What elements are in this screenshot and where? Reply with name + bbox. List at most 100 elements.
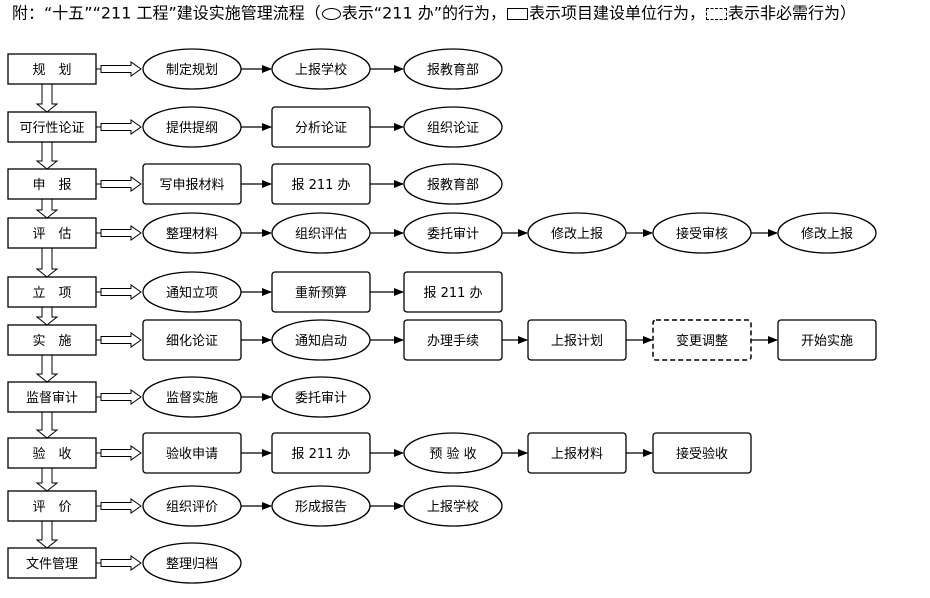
stage-row: 评 估 整理材料 组织评估 委托审计 修改上报 接受审核 修改上报 bbox=[7, 212, 877, 254]
oval-node bbox=[403, 212, 503, 254]
stage-label: 申 报 bbox=[32, 178, 71, 193]
stage-label-box bbox=[7, 53, 97, 85]
rect-node bbox=[527, 319, 627, 361]
stage-row: 评 价 组织评价 形成报告 上报学校 bbox=[7, 485, 503, 527]
node-label: 上报学校 bbox=[427, 499, 479, 515]
node-label: 整理归档 bbox=[166, 557, 218, 572]
rectangle-icon bbox=[507, 7, 529, 20]
diagram-title: 附：“十五”“211 工程”建设实施管理流程（表示“211 办”的行为，表示项目… bbox=[12, 2, 930, 24]
stage-label: 规 划 bbox=[32, 63, 71, 78]
stage-label: 监督审计 bbox=[26, 391, 78, 406]
stage-label: 评 估 bbox=[32, 227, 71, 242]
oval-node bbox=[142, 271, 242, 313]
stage-row: 可行性论证提供提纲分析论证组织论证 bbox=[7, 106, 503, 148]
oval-node bbox=[403, 485, 503, 527]
oval-node bbox=[142, 212, 242, 254]
title-text: 附：“十五”“211 工程”建设实施管理流程（ bbox=[12, 3, 321, 23]
stage-row: 验 收验收申请报 211 办预 验 收上报材料接受验收 bbox=[7, 432, 752, 474]
stage-label: 可行性论证 bbox=[19, 121, 84, 136]
oval-node bbox=[271, 212, 371, 254]
hollow-arrow bbox=[100, 555, 142, 571]
down-arrow bbox=[35, 247, 59, 278]
node-label: 验收申请 bbox=[166, 446, 218, 462]
stage-row: 规 划制定规划上报学校报教育部 bbox=[7, 48, 503, 90]
rect-node bbox=[271, 271, 371, 313]
node-label: 组织评估 bbox=[295, 227, 347, 242]
node-label: 变更调整 bbox=[676, 333, 728, 349]
node-label: 重新预算 bbox=[295, 285, 347, 301]
node-label: 通知启动 bbox=[295, 333, 347, 349]
stage-label-box bbox=[7, 437, 97, 469]
stage-label-box bbox=[7, 324, 97, 356]
stage-label-box bbox=[7, 168, 97, 200]
oval-node bbox=[271, 48, 371, 90]
down-arrow bbox=[35, 141, 59, 170]
rect-node bbox=[403, 271, 503, 313]
down-arrow bbox=[35, 198, 59, 219]
stage-label: 评 价 bbox=[32, 500, 71, 515]
down-arrow bbox=[35, 411, 59, 439]
title-dashed-legend: 表示非必需行为） bbox=[728, 3, 857, 23]
stage-label-box bbox=[7, 490, 97, 522]
node-label: 上报学校 bbox=[295, 62, 347, 78]
stage-label-box bbox=[7, 217, 97, 249]
stage-label-box bbox=[7, 547, 97, 579]
node-label: 写申报材料 bbox=[159, 178, 224, 193]
rect-node bbox=[271, 163, 371, 205]
node-label: 报教育部 bbox=[427, 177, 479, 193]
rect-node bbox=[777, 319, 877, 361]
stage-label: 立 项 bbox=[32, 286, 71, 301]
stage-row: 监督审计监督实施委托审计 bbox=[7, 376, 371, 418]
oval-node bbox=[142, 542, 242, 584]
rect-node bbox=[652, 432, 752, 474]
oval-node bbox=[142, 485, 242, 527]
oval-node bbox=[271, 376, 371, 418]
node-label: 组织评价 bbox=[166, 500, 218, 515]
rect-node bbox=[403, 319, 503, 361]
node-label: 委托审计 bbox=[295, 391, 347, 406]
oval-node bbox=[142, 106, 242, 148]
node-label: 委托审计 bbox=[427, 227, 479, 242]
node-label: 整理材料 bbox=[166, 227, 218, 242]
node-label: 组织论证 bbox=[427, 121, 479, 136]
down-arrow bbox=[35, 306, 59, 326]
title-rect-legend: 表示项目建设单位行为， bbox=[529, 3, 706, 23]
oval-node bbox=[142, 376, 242, 418]
node-label: 上报材料 bbox=[551, 447, 603, 462]
node-label: 报 211 办 bbox=[423, 286, 482, 301]
stage-row: 实 施细化论证通知启动办理手续上报计划变更调整开始实施 bbox=[7, 319, 877, 361]
down-arrow bbox=[35, 354, 59, 383]
node-label: 上报计划 bbox=[551, 334, 603, 349]
node-label: 形成报告 bbox=[295, 500, 347, 515]
node-label: 修改上报 bbox=[801, 227, 853, 242]
hollow-arrow bbox=[100, 176, 142, 192]
oval-node bbox=[271, 485, 371, 527]
hollow-arrow bbox=[100, 119, 142, 135]
oval-node bbox=[403, 432, 503, 474]
hollow-arrow bbox=[100, 284, 142, 300]
node-label: 接受审核 bbox=[676, 226, 728, 242]
stage-row: 申 报 写申报材料 报 211 办 报教育部 bbox=[7, 163, 503, 205]
hollow-arrow bbox=[100, 498, 142, 514]
node-label: 预 验 收 bbox=[429, 446, 476, 462]
node-label: 接受验收 bbox=[676, 446, 728, 462]
stage-label: 实 施 bbox=[32, 334, 71, 349]
node-label: 通知立项 bbox=[166, 285, 218, 301]
down-arrow bbox=[35, 520, 59, 549]
oval-node bbox=[271, 319, 371, 361]
oval-node bbox=[403, 106, 503, 148]
rect-node bbox=[271, 432, 371, 474]
stage-row: 立 项 通知立项 重新预算 报 211 办 bbox=[7, 271, 503, 313]
node-label: 提供提纲 bbox=[166, 120, 218, 136]
oval-icon bbox=[321, 7, 341, 20]
stage-label: 文件管理 bbox=[26, 557, 78, 572]
node-label: 办理手续 bbox=[427, 334, 479, 349]
oval-node bbox=[652, 212, 752, 254]
rect-node bbox=[271, 106, 371, 148]
stage-row: 文件管理 整理归档 bbox=[7, 542, 242, 584]
node-label: 修改上报 bbox=[551, 227, 603, 242]
node-label: 报 211 办 bbox=[291, 178, 350, 193]
hollow-arrow bbox=[100, 61, 142, 77]
stage-label-box bbox=[7, 111, 97, 143]
